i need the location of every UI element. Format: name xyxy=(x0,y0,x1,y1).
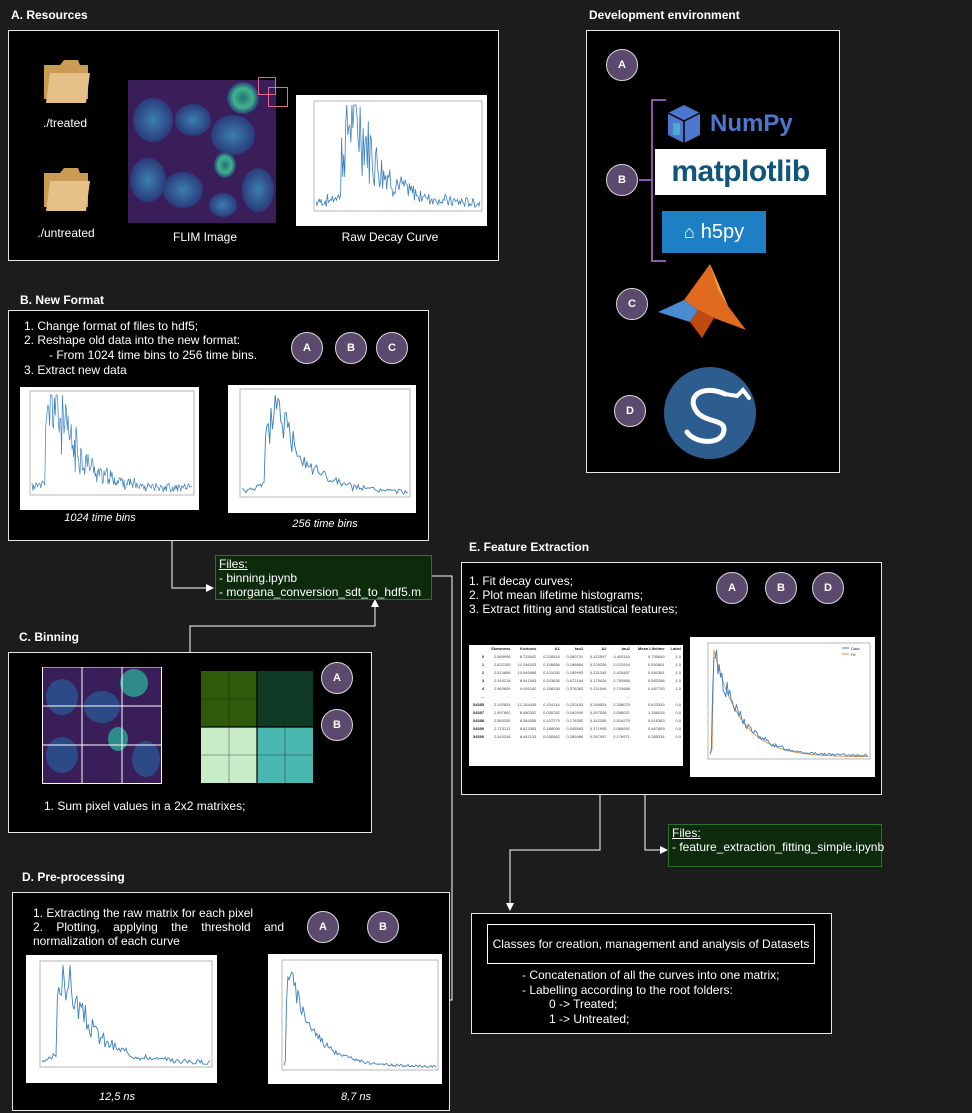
files-box-1: Files: - binning.ipynb - morgana_convers… xyxy=(215,555,432,600)
numpy-logo-text: NumPy xyxy=(710,110,793,137)
arrow-e-to-files2 xyxy=(644,795,668,854)
folder-icon xyxy=(44,168,90,211)
untreated-label: ./untreated xyxy=(37,226,95,240)
classes-line-3: 0 -> Treated; xyxy=(549,997,618,1011)
badge-d: D xyxy=(812,572,844,604)
classes-title: Classes for creation, management and ana… xyxy=(487,924,815,964)
roi-box xyxy=(268,87,288,107)
badge-c: C xyxy=(376,332,408,364)
h5py-logo: ⌂ h5py xyxy=(662,211,766,253)
arrow-b-to-files xyxy=(171,541,214,592)
b-step-1: 1. Change format of files to hdf5; xyxy=(24,319,199,333)
home-icon: ⌂ xyxy=(683,221,695,242)
treated-label: ./treated xyxy=(42,116,88,130)
caption-12-5ns: 12,5 ns xyxy=(98,1091,136,1103)
section-a-title: A. Resources xyxy=(11,8,88,22)
file-item: - feature_extraction_fitting_simple.ipyn… xyxy=(672,840,885,854)
b-step-2-detail: - From 1024 time bins to 256 time bins. xyxy=(49,348,258,362)
badge-b: B xyxy=(367,911,399,943)
classes-panel xyxy=(471,913,832,1034)
badge-b: B xyxy=(765,572,797,604)
d-step-2-cont: normalization of each curve xyxy=(33,934,180,948)
file-item: - morgana_conversion_sdt_to_hdf5.m xyxy=(219,585,422,599)
e-step-1: 1. Fit decay curves; xyxy=(469,574,574,588)
matlab-icon xyxy=(658,264,746,338)
classes-line-1: - Concatenation of all the curves into o… xyxy=(522,968,780,982)
badge-a: A xyxy=(606,49,638,81)
flim-image xyxy=(128,80,276,223)
legend-data: Data xyxy=(851,646,860,651)
c-step-1: 1. Sum pixel values in a 2x2 matrixes; xyxy=(44,799,246,813)
badge-c: C xyxy=(616,288,648,320)
flim-label: FLIM Image xyxy=(172,230,238,244)
table-row: ........................... xyxy=(480,694,681,699)
e-step-3: 3. Extract fitting and statistical featu… xyxy=(469,602,678,616)
dev-title: Development environment xyxy=(589,8,740,22)
raw-decay-curve xyxy=(313,100,483,212)
files-box-2: Files: - feature_extraction_fitting_simp… xyxy=(668,824,885,867)
roi-box xyxy=(258,77,276,95)
section-b-title: B. New Format xyxy=(20,293,105,307)
binning-grid-image xyxy=(42,667,162,784)
badge-b: B xyxy=(335,332,367,364)
plot-8-7ns xyxy=(268,954,442,1084)
e-step-2: 2. Plot mean lifetime histograms; xyxy=(469,588,644,602)
badge-d: D xyxy=(614,395,646,427)
files-heading: Files: xyxy=(219,557,248,571)
raw-decay-plot xyxy=(296,95,487,226)
classes-line-2: - Labelling according to the root folder… xyxy=(522,983,733,997)
b-step-3: 3. Extract new data xyxy=(24,363,127,377)
caption-256: 256 time bins xyxy=(292,518,358,530)
h5py-logo-text: h5py xyxy=(700,220,745,243)
arrow-e-to-classes xyxy=(506,795,601,911)
fit-plot: Data Fit xyxy=(690,637,875,777)
plot-256-bins xyxy=(228,385,416,513)
section-e-title: E. Feature Extraction xyxy=(469,540,590,554)
section-c-title: C. Binning xyxy=(19,630,79,644)
bracket-lines xyxy=(639,99,666,262)
matplotlib-logo: matplotlib xyxy=(655,149,826,195)
d-step-1: 1. Extracting the raw matrix for each pi… xyxy=(33,906,254,920)
binned-matrix xyxy=(201,671,313,783)
caption-8-7ns: 8,7 ns xyxy=(341,1091,371,1103)
plot-1024-bins xyxy=(20,387,199,510)
d-step-2: 2. Plotting, applying the threshold and xyxy=(33,920,284,934)
badge-a: A xyxy=(321,662,353,694)
badge-a: A xyxy=(716,572,748,604)
classes-line-4: 1 -> Untreated; xyxy=(549,1012,630,1026)
b-step-2: 2. Reshape old data into the new format: xyxy=(24,333,241,347)
raw-decay-label: Raw Decay Curve xyxy=(341,230,439,244)
file-item: - binning.ipynb xyxy=(219,571,298,585)
badge-b: B xyxy=(606,164,638,196)
badge-a: A xyxy=(291,332,323,364)
files-heading: Files: xyxy=(672,826,701,840)
caption-1024: 1024 time bins xyxy=(64,512,136,524)
folder-icon xyxy=(44,60,90,103)
badge-a: A xyxy=(307,911,339,943)
section-d-title: D. Pre-processing xyxy=(22,870,125,884)
numpy-icon xyxy=(667,105,701,143)
plot-12-5ns xyxy=(26,955,217,1083)
arrow-c-to-files xyxy=(189,599,379,652)
badge-b: B xyxy=(321,709,353,741)
seaborn-icon xyxy=(664,367,756,459)
legend-fit: Fit xyxy=(851,652,856,657)
